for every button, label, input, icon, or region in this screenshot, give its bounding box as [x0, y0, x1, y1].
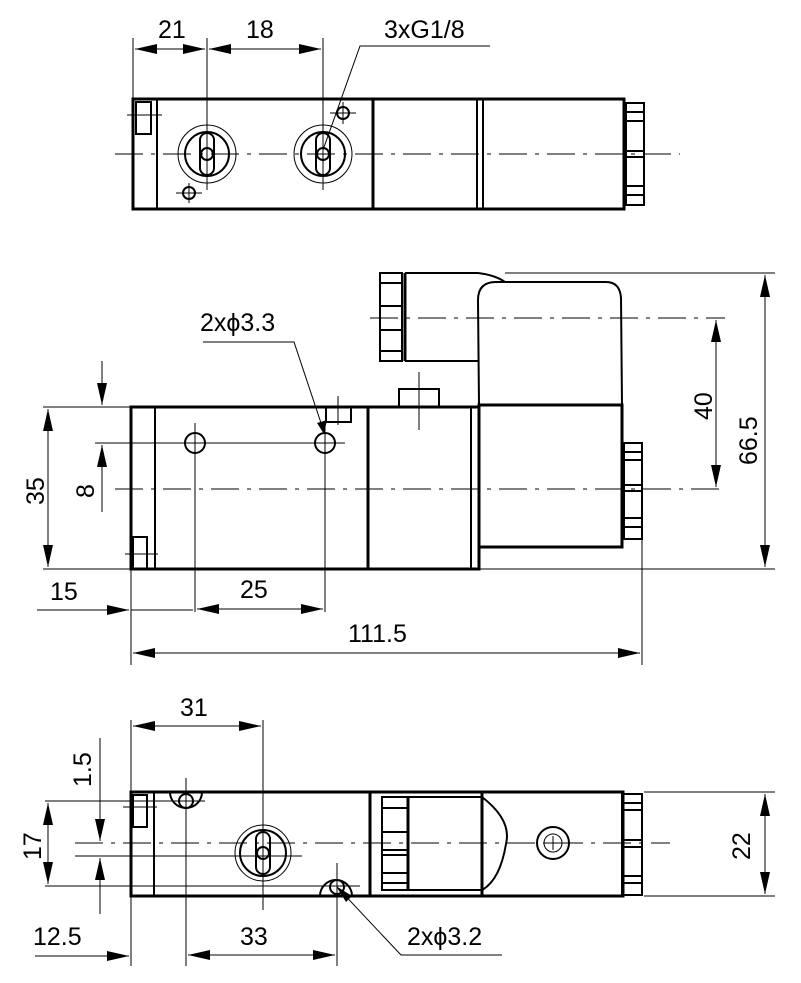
dim-22: 22: [728, 832, 756, 860]
top-view-tab: [135, 101, 152, 135]
side-view-body: [129, 405, 481, 571]
dim-40: 40: [690, 392, 718, 420]
port-1-icon: [177, 38, 237, 190]
dim-1-5: 1.5: [69, 752, 97, 787]
screw-hole-icon: [330, 102, 356, 124]
side-view: 35 8 15 25 111.5 40 66.5 2xϕ3.3: [22, 272, 775, 665]
dim-17: 17: [19, 832, 47, 860]
dim-31: 31: [180, 694, 208, 722]
dim-111-5: 111.5: [348, 620, 407, 648]
bottom-view-body: [129, 790, 625, 898]
port-2-icon: [293, 38, 353, 190]
bottom-nut: [621, 793, 643, 896]
dim-12-5: 12.5: [33, 923, 82, 951]
screw-hole-icon: [176, 183, 202, 203]
dim-21: 21: [158, 16, 186, 44]
side-nut: [623, 442, 643, 540]
dim-8: 8: [72, 484, 100, 498]
mount-hole-icon: [319, 863, 353, 966]
label-holes-3-2: 2xϕ3.2: [407, 923, 482, 951]
coil-cap: [476, 281, 623, 406]
dim-25: 25: [240, 576, 268, 604]
label-holes-3-3: 2xϕ3.3: [200, 309, 275, 337]
dim-15: 15: [50, 578, 78, 606]
dim-66-5: 66.5: [735, 416, 763, 465]
plug-connector: [379, 272, 506, 362]
top-view: 21 18 3xG1/8: [115, 16, 680, 211]
dim-33: 33: [240, 923, 268, 951]
port-3-icon: [75, 720, 302, 910]
mount-hole-icon: [169, 778, 203, 966]
coil-body: [477, 403, 624, 549]
label-ports: 3xG1/8: [384, 16, 465, 44]
dim-18: 18: [246, 16, 274, 44]
dim-35: 35: [22, 477, 50, 505]
bottom-view: 31 1.5 17 12.5 33 22 2xϕ3.2: [19, 694, 775, 966]
